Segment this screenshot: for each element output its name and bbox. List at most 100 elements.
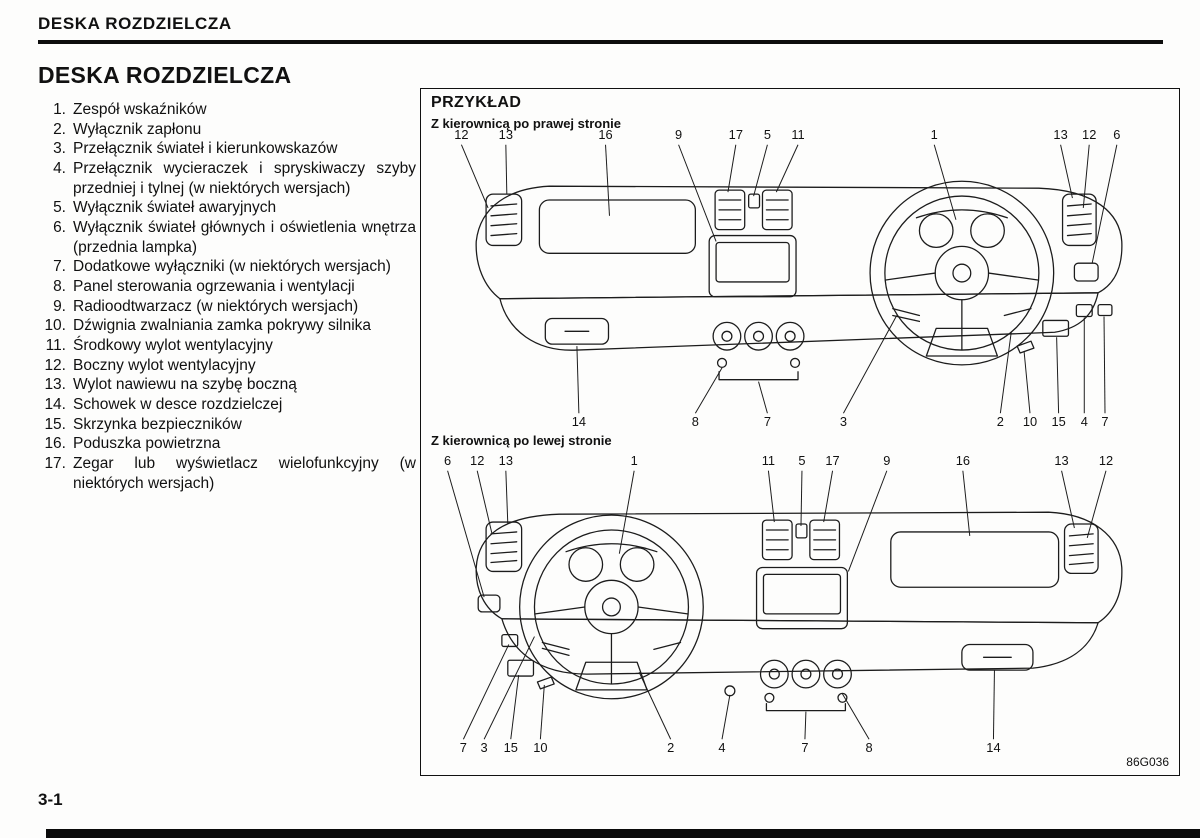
- leader-lines: [447, 470, 1107, 740]
- list-item: 2. Wyłącznik zapłonu: [38, 120, 416, 140]
- glovebox: [544, 317, 610, 345]
- list-item: 10.Dźwignia zwalniania zamka pokrywy sil…: [38, 316, 416, 336]
- item-number: 2.: [53, 120, 66, 138]
- item-text: Zegar lub wyświetlacz wielofunkcyjny (w …: [73, 455, 416, 492]
- item-text: Wyłącznik zapłonu: [73, 120, 202, 138]
- side-vent-left: [485, 193, 523, 247]
- list-item: 14.Schowek w desce rozdzielczej: [38, 395, 416, 415]
- steering-wheel: [869, 180, 1055, 366]
- light-switch: [1073, 262, 1099, 282]
- callout-label: 6: [444, 453, 451, 468]
- callout-label: 7: [1101, 414, 1108, 429]
- callout-labels: 12 13 16 9 17 5 11 1 13 12 6 14 8 7 3 2 …: [454, 127, 1120, 429]
- item-text: Skrzynka bezpieczników: [73, 415, 242, 433]
- callout-label: 13: [499, 127, 513, 142]
- running-header: DESKA ROZDZIELCZA: [38, 14, 232, 33]
- list-item: 12. Boczny wylot wentylacyjny: [38, 356, 416, 376]
- dashboard-body: [475, 511, 1123, 675]
- callout-label: 17: [825, 453, 839, 468]
- radio-display: [708, 234, 797, 298]
- callout-label: 6: [1113, 127, 1120, 142]
- leader-lines: [460, 144, 1118, 414]
- callout-label: 12: [470, 453, 484, 468]
- list-item: 3. Przełącznik świateł i kierunkowskazów: [38, 139, 416, 159]
- callout-label: 3: [481, 740, 488, 755]
- item-number: 13.: [44, 376, 66, 394]
- fuse-box: [1042, 319, 1070, 337]
- hvac-panel: [712, 321, 805, 381]
- callout-label: 4: [718, 740, 725, 755]
- callout-label: 12: [1099, 453, 1113, 468]
- callout-label: 16: [956, 453, 970, 468]
- callout-label: 13: [499, 453, 513, 468]
- callout-label: 12: [1082, 127, 1096, 142]
- callout-label: 14: [572, 414, 586, 429]
- callout-label: 11: [762, 453, 775, 468]
- callout-label: 4: [1081, 414, 1088, 429]
- callout-label: 14: [986, 740, 1000, 755]
- list-item: 16.Poduszka powietrzna: [38, 434, 416, 454]
- airbag-panel: [890, 531, 1060, 588]
- item-text: Dodatkowe wyłączniki (w niektórych wersj…: [73, 258, 391, 276]
- caption-lhd: Z kierownicą po lewej stronie: [431, 433, 612, 448]
- item-number: 3.: [53, 140, 66, 158]
- item-text: Wyłącznik świateł głównych i oświetlenia…: [73, 219, 416, 256]
- item-number: 9.: [53, 297, 66, 315]
- item-number: 6.: [53, 219, 66, 237]
- callout-label: 10: [1023, 414, 1037, 429]
- list-item: 9.Radioodtwarzacz (w niektórych wersjach…: [38, 297, 416, 317]
- glovebox: [961, 643, 1034, 671]
- list-item: 4. Przełącznik wycieraczek i spryskiwaczy…: [38, 159, 416, 198]
- list-item: 7.Dodatkowe wyłączniki (w niektórych wer…: [38, 257, 416, 277]
- callout-label: 1: [931, 127, 938, 142]
- list-item: 8.Panel sterowania ogrzewania i wentylac…: [38, 277, 416, 297]
- header-rule: [38, 40, 1163, 44]
- steering-wheel: [519, 514, 704, 700]
- callout-label: 11: [791, 127, 804, 142]
- callout-label: 2: [667, 740, 674, 755]
- item-number: 11.: [45, 337, 66, 355]
- callout-label: 17: [729, 127, 743, 142]
- list-item: 5.Wyłącznik świateł awaryjnych: [38, 198, 416, 218]
- rhd-dashboard-diagram: 12 13 16 9 17 5 11 1 13 12 6 14 8 7 3 2 …: [454, 127, 1123, 429]
- light-switch: [477, 594, 501, 613]
- item-number: 12.: [44, 356, 66, 374]
- hvac-panel: [724, 659, 852, 712]
- callout-label: 15: [504, 740, 518, 755]
- callout-label: 15: [1051, 414, 1065, 429]
- callout-label: 5: [798, 453, 805, 468]
- airbag-panel: [538, 199, 696, 254]
- instrument-cluster: [915, 209, 1008, 249]
- item-number: 10.: [44, 317, 66, 335]
- callout-label: 2: [997, 414, 1004, 429]
- item-text: Przełącznik świateł i kierunkowskazów: [73, 140, 338, 158]
- item-text: Przełącznik wycieraczek i spryskiwaczy s…: [73, 160, 416, 197]
- item-number: 4.: [53, 160, 66, 178]
- callout-label: 16: [598, 127, 612, 142]
- item-number: 14.: [44, 396, 66, 414]
- item-text: Poduszka powietrzna: [73, 435, 221, 453]
- item-text: Boczny wylot wentylacyjny: [73, 356, 256, 374]
- legend-list: 1.Zespół wskaźników 2.Wyłącznik zapłonu …: [38, 100, 416, 493]
- hood-release-lever: [1016, 340, 1035, 354]
- steering-column: [892, 307, 1032, 357]
- callout-label: 7: [801, 740, 808, 755]
- instrument-cluster: [565, 543, 658, 582]
- callout-labels: 6 12 13 1 11 5 17 9 16 13 12 7 3 15 10 2…: [444, 453, 1113, 755]
- item-number: 8.: [53, 278, 66, 296]
- side-vent-left: [485, 521, 523, 573]
- list-item: 6. Wyłącznik świateł głównych i oświetlen…: [38, 218, 416, 257]
- item-number: 17.: [44, 455, 66, 473]
- callout-label: 13: [1054, 453, 1068, 468]
- item-text: Zespół wskaźników: [73, 101, 207, 118]
- callout-label: 10: [533, 740, 547, 755]
- item-text: Środkowy wylot wentylacyjny: [73, 337, 273, 355]
- caption-rhd: Z kierownicą po prawej stronie: [431, 116, 621, 131]
- lhd-dashboard-diagram: 6 12 13 1 11 5 17 9 16 13 12 7 3 15 10 2…: [444, 453, 1123, 755]
- side-vent-right: [1063, 523, 1099, 575]
- list-item: 17. Zegar lub wyświetlacz wielofunkcyjny …: [38, 454, 416, 493]
- figure-code: 86G036: [1126, 755, 1169, 769]
- radio-display: [755, 566, 849, 630]
- page-title: DESKA ROZDZIELCZA: [38, 62, 292, 88]
